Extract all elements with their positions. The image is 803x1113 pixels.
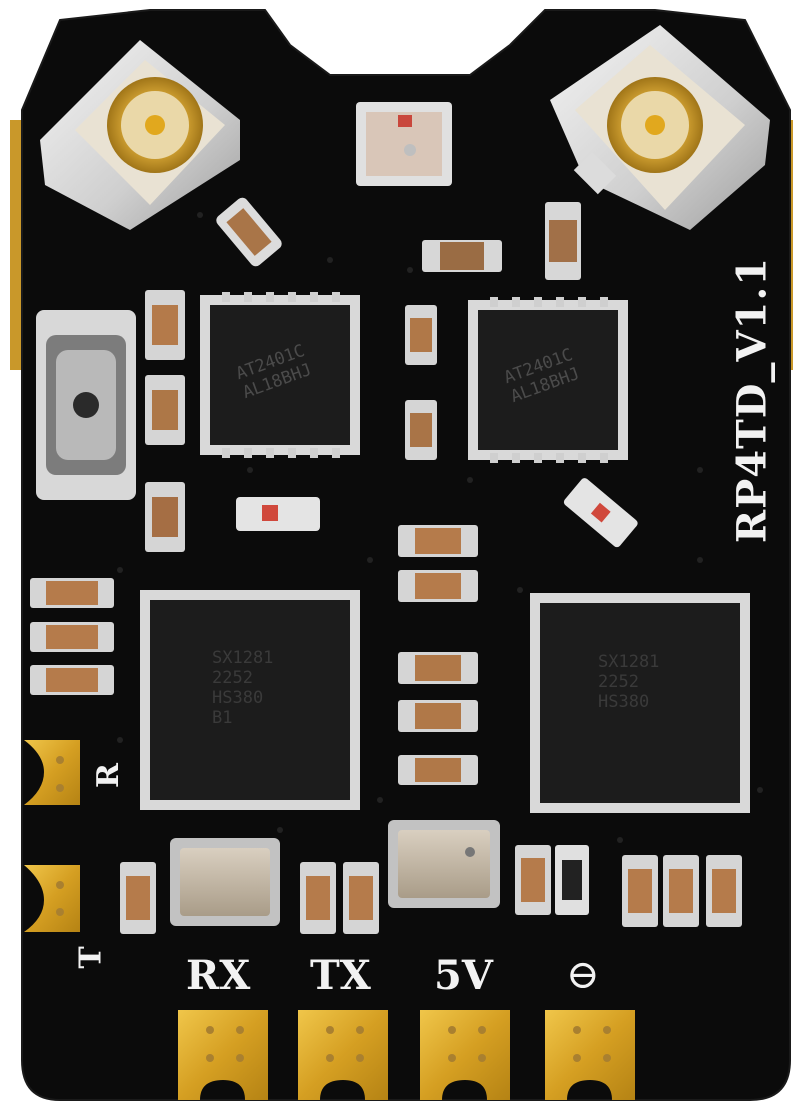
board-version-label: RP4TD_V1.1: [728, 256, 776, 544]
small-capacitors-top: [422, 202, 581, 280]
pad-label-5v: 5V: [434, 952, 493, 999]
u-fl-connector-left: [40, 40, 282, 267]
bottom-solder-pads: [178, 1010, 635, 1100]
pcb-vias: [117, 212, 763, 843]
rf-amplifier-chip-left: [200, 292, 360, 458]
pad-label-rx: RX: [186, 952, 251, 999]
transceiver-chip-left: [140, 590, 360, 810]
boot-button: [36, 310, 136, 500]
u-fl-connector-right: [550, 25, 770, 230]
side-label-t: T: [73, 946, 109, 969]
passives-left-row: [30, 578, 114, 695]
status-led: [236, 478, 638, 548]
crystal-oscillator-left: [170, 838, 280, 926]
crystal-oscillator-right: [388, 820, 500, 908]
passives-bottom: [120, 845, 742, 934]
main-chip-right-marking: SX1281 2252 HS380: [598, 652, 660, 712]
side-label-r: R: [90, 763, 126, 788]
passives-left-column: [145, 290, 185, 552]
rgb-led: [356, 102, 452, 186]
transceiver-chip-right: [530, 593, 750, 813]
passives-middle-column: [398, 305, 478, 785]
main-chip-left-marking: SX1281 2252 HS380 B1: [212, 648, 274, 728]
pad-label-tx: TX: [310, 952, 371, 999]
side-pads: [24, 740, 80, 932]
pad-label-gnd: ⊖: [566, 952, 600, 998]
rf-amplifier-chip-right: [468, 297, 628, 463]
